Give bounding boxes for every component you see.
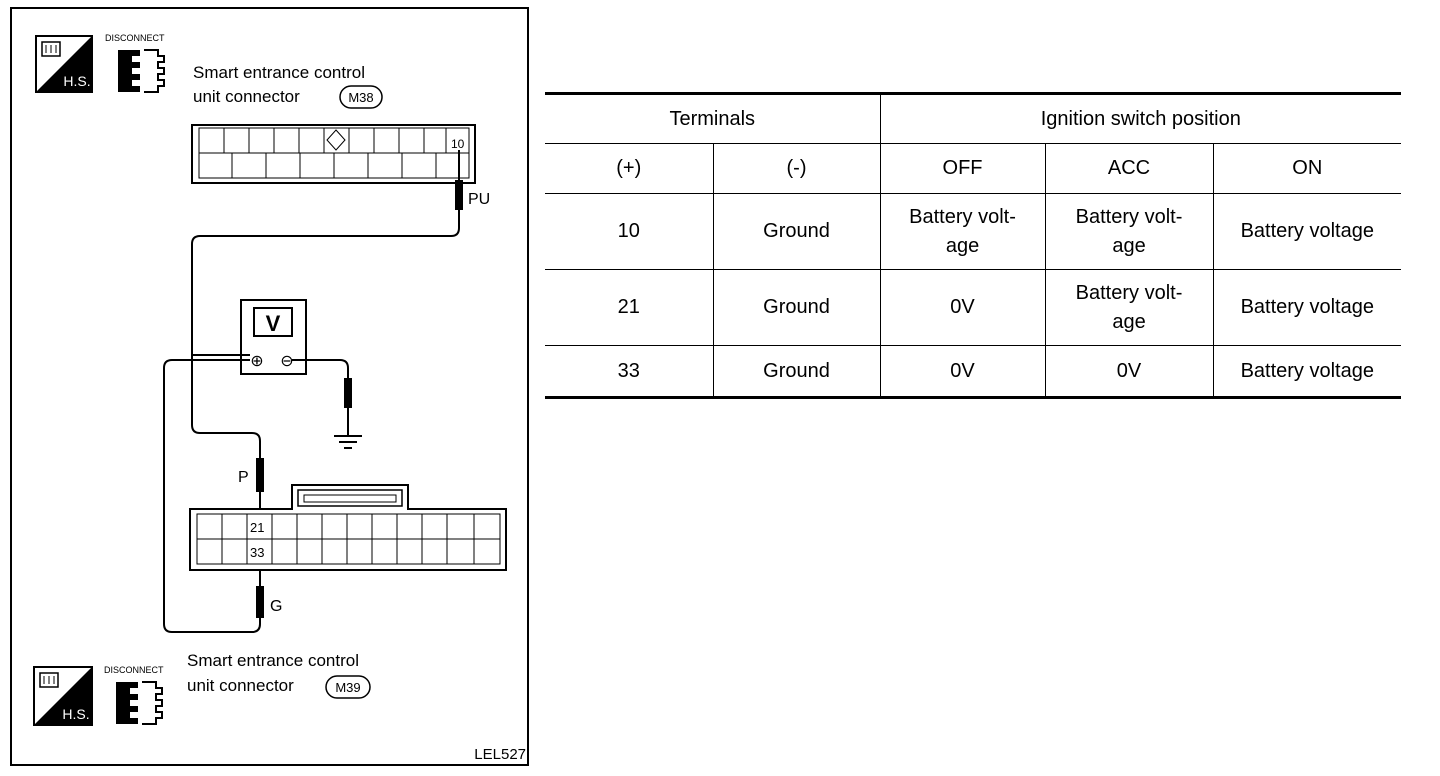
table-row: 10 Ground Battery volt-age Battery volt-…: [545, 193, 1402, 270]
cell-on: Battery voltage: [1212, 269, 1402, 346]
top-connector-caption-line2: unit connector: [193, 87, 300, 106]
subheader-plus: (+): [545, 143, 714, 194]
hs-badge-bottom: H.S.: [33, 666, 93, 726]
subheader-on: ON: [1212, 143, 1402, 194]
connector-id-badge-top: M38: [339, 85, 383, 109]
cell-plus: 21: [545, 269, 714, 346]
ground-probe: [334, 378, 362, 449]
table-subheader-row: (+) (-) OFF ACC ON: [545, 143, 1402, 194]
top-connector-caption-line1: Smart entrance control: [193, 63, 365, 82]
bottom-connector: [189, 484, 507, 571]
disconnect-icon-top: DISCONNECT: [105, 33, 165, 93]
wiring-diagram: H.S. DISCONNECT Smart entrance control u…: [10, 7, 529, 766]
terminal-10-label: 10: [451, 137, 465, 151]
wire-color-p: P: [238, 469, 249, 486]
terminal-voltage-table: Terminals Ignition switch position (+) (…: [545, 92, 1402, 399]
table-row: 33 Ground 0V 0V Battery voltage: [545, 345, 1402, 399]
hs-badge-label: H.S.: [62, 706, 89, 722]
cell-on: Battery voltage: [1212, 345, 1402, 399]
diagram-frame: [10, 7, 529, 766]
bottom-connector-caption-line2: unit connector: [187, 676, 294, 695]
wire-color-pu: PU: [468, 191, 490, 208]
wire-color-g: G: [270, 598, 282, 615]
connector-id-badge-bottom: M39: [325, 675, 371, 699]
cell-plus: 10: [545, 193, 714, 270]
cell-off: Battery volt-age: [879, 193, 1046, 270]
header-ignition-switch-position: Ignition switch position: [879, 92, 1402, 144]
cell-off: 0V: [879, 345, 1046, 399]
subheader-off: OFF: [879, 143, 1046, 194]
table-header-row: Terminals Ignition switch position: [545, 92, 1402, 144]
svg-text:M39: M39: [335, 680, 360, 695]
cell-minus: Ground: [712, 269, 881, 346]
cell-on: Battery voltage: [1212, 193, 1402, 270]
terminal-33-label: 33: [250, 545, 264, 560]
bottom-connector-caption-line1: Smart entrance control: [187, 651, 359, 670]
cell-minus: Ground: [712, 193, 881, 270]
disconnect-icon-bottom: DISCONNECT: [104, 665, 164, 725]
disconnect-label: DISCONNECT: [104, 665, 164, 675]
minus-terminal-icon: ⊖: [280, 353, 293, 370]
terminal-21-label: 21: [250, 520, 264, 535]
cell-acc: Battery volt-age: [1044, 269, 1214, 346]
probe-pu: [191, 150, 463, 355]
cell-acc: 0V: [1044, 345, 1214, 399]
voltmeter: V ⊕ ⊖: [240, 299, 307, 375]
hs-badge-top: H.S.: [35, 35, 93, 93]
subheader-acc: ACC: [1044, 143, 1214, 194]
figure-code: LEL527: [474, 746, 526, 763]
cell-acc: Battery volt-age: [1044, 193, 1214, 270]
disconnect-label: DISCONNECT: [105, 33, 165, 43]
top-connector: [191, 124, 476, 184]
table-row: 21 Ground 0V Battery volt-age Battery vo…: [545, 269, 1402, 346]
hs-badge-label: H.S.: [63, 73, 90, 89]
cell-plus: 33: [545, 345, 714, 399]
harness-icon: [41, 41, 61, 57]
cell-minus: Ground: [712, 345, 881, 399]
harness-icon: [39, 672, 59, 688]
svg-text:M38: M38: [348, 90, 373, 105]
plus-terminal-icon: ⊕: [250, 353, 263, 370]
cell-off: 0V: [879, 269, 1046, 346]
subheader-minus: (-): [712, 143, 881, 194]
header-terminals: Terminals: [545, 92, 881, 144]
voltmeter-symbol: V: [266, 311, 281, 336]
